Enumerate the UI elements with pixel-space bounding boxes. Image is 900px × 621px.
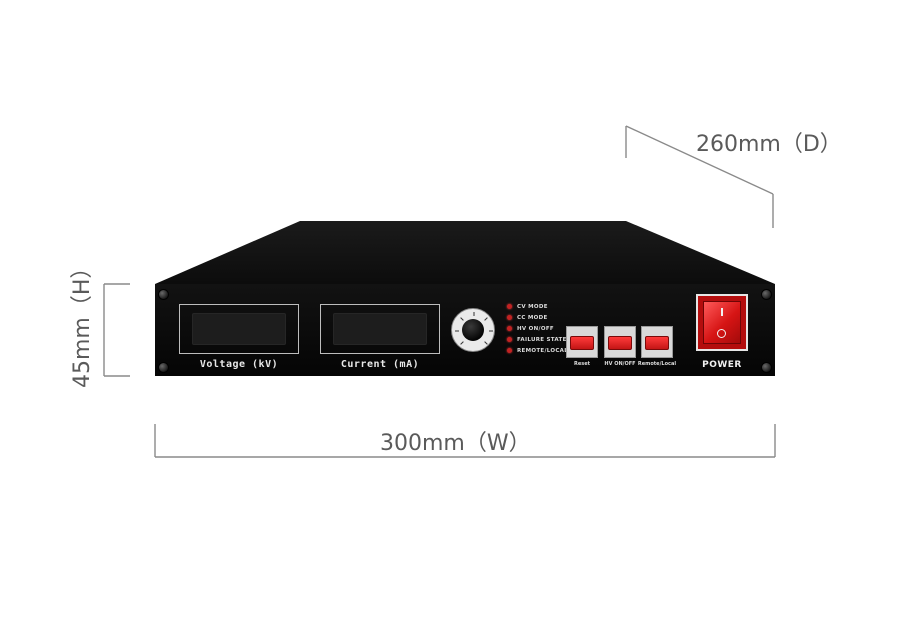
- indicator-hv-on-off: HV ON/OFF: [507, 323, 568, 334]
- led-icon: [507, 326, 512, 331]
- front-panel: Voltage (kV) Current (mA) CV MODE: [155, 284, 775, 376]
- hv-on-off-button-cap: [608, 336, 632, 350]
- reset-button[interactable]: [566, 326, 598, 358]
- led-icon: [507, 304, 512, 309]
- indicator-label: HV ON/OFF: [517, 325, 554, 332]
- reset-button-label: Reset: [574, 361, 590, 367]
- width-dimension-label: 300mm（W）: [380, 431, 531, 456]
- remote-local-button[interactable]: [641, 326, 673, 358]
- voltage-display-label: Voltage (kV): [199, 359, 279, 370]
- indicator-remote-local: REMOTE/LOCAL: [507, 345, 568, 356]
- hv-on-off-button[interactable]: [604, 326, 636, 358]
- indicator-cv-mode: CV MODE: [507, 301, 568, 312]
- reset-button-cap: [570, 336, 594, 350]
- led-icon: [507, 348, 512, 353]
- knob-dial-ticks: [455, 312, 493, 345]
- indicator-list: CV MODE CC MODE HV ON/OFF FAILURE STATE …: [507, 301, 568, 356]
- screw-bottom-right: [761, 362, 772, 373]
- voltage-display: [179, 304, 299, 354]
- indicator-label: CC MODE: [517, 314, 548, 321]
- led-icon: [507, 337, 512, 342]
- current-display-screen: [333, 313, 427, 345]
- depth-dimension-label: 260mm（D）: [696, 132, 842, 157]
- indicator-label: REMOTE/LOCAL: [517, 347, 569, 354]
- indicator-cc-mode: CC MODE: [507, 312, 568, 323]
- power-switch-label: POWER: [702, 360, 742, 370]
- current-display: [320, 304, 440, 354]
- chassis-top-surface: [155, 221, 775, 284]
- hv-on-off-button-label: HV ON/OFF: [604, 361, 636, 367]
- adjustment-knob[interactable]: [451, 308, 495, 352]
- remote-local-button-cap: [645, 336, 669, 350]
- current-display-label: Current (mA): [340, 359, 420, 370]
- voltage-display-screen: [192, 313, 286, 345]
- depth-line: [625, 125, 774, 195]
- screw-top-right: [761, 289, 772, 300]
- knob-cap: [462, 319, 484, 341]
- remote-local-button-label: Remote/Local: [637, 361, 677, 367]
- power-rocker: [703, 301, 741, 344]
- screw-bottom-left: [158, 362, 169, 373]
- indicator-failure-state: FAILURE STATE: [507, 334, 568, 345]
- indicator-label: FAILURE STATE: [517, 336, 567, 343]
- power-switch[interactable]: [696, 294, 748, 351]
- power-on-icon: [721, 308, 723, 316]
- power-off-icon: [717, 329, 726, 338]
- screw-top-left: [158, 289, 169, 300]
- indicator-label: CV MODE: [517, 303, 548, 310]
- led-icon: [507, 315, 512, 320]
